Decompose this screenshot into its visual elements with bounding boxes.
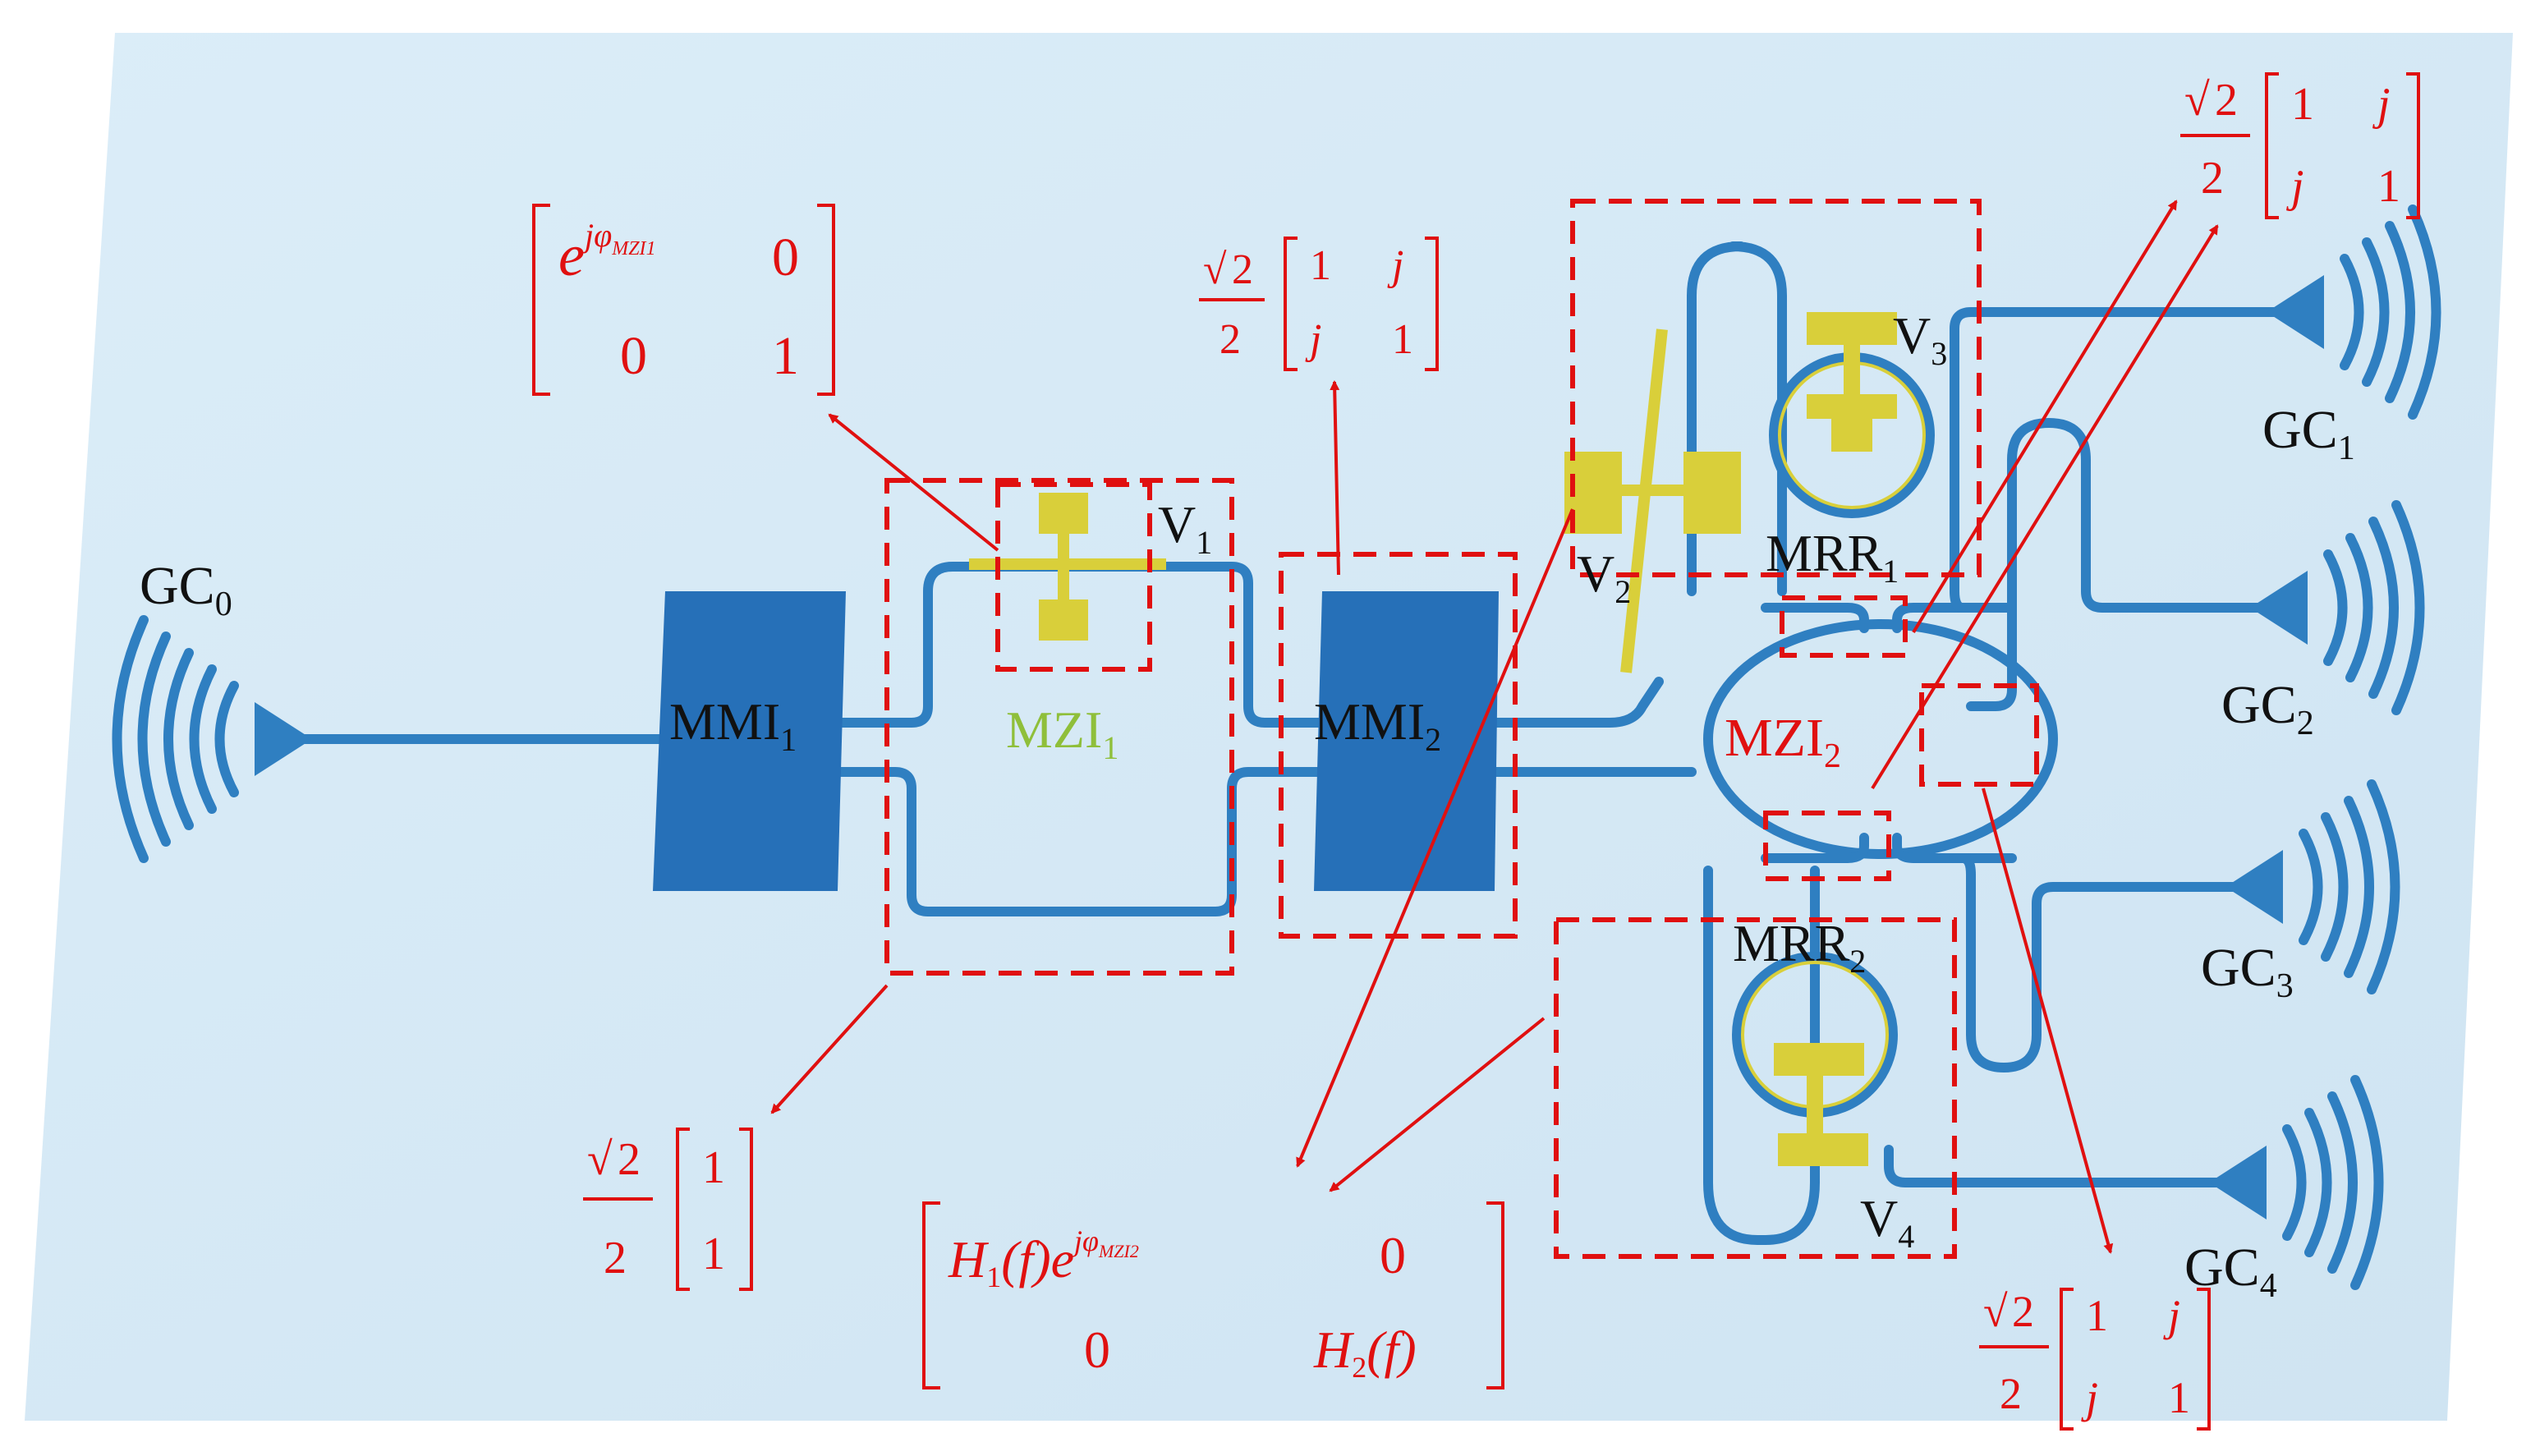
svg-text:2: 2 [2201,153,2224,204]
annotation-boxes [884,199,2039,1259]
svg-text:1: 1 [2291,79,2314,130]
svg-text:1: 1 [2377,161,2400,212]
label-v3: V3 [1893,306,1947,372]
svg-text:1: 1 [1392,316,1413,363]
label-mrr1: MRR1 [1766,524,1899,590]
label-gc3: GC3 [2201,938,2294,1005]
svg-text:0: 0 [1380,1226,1406,1284]
svg-text:1: 1 [772,326,799,386]
svg-text:0: 0 [620,326,647,386]
svg-text:1: 1 [2168,1373,2190,1422]
grating-coupler-gc4 [2209,1075,2384,1290]
label-gc4: GC4 [2184,1238,2277,1305]
svg-text:√: √ [1983,1287,2008,1336]
label-gc1: GC1 [2262,400,2355,467]
bottom-coupler-box [1763,811,1891,881]
heater-v3 [1807,312,1897,452]
svg-text:j: j [2286,161,2304,212]
v1-box [995,482,1152,672]
svg-text:1: 1 [2086,1291,2108,1340]
svg-text:j: j [1305,316,1321,363]
svg-text:2: 2 [618,1134,641,1185]
label-gc2: GC2 [2221,675,2314,742]
svg-text:√: √ [2184,75,2210,126]
svg-text:j: j [1387,242,1403,289]
grating-coupler-gc3 [2225,779,2400,994]
top-coupler-box [1780,595,1908,658]
heater-v1 [969,493,1166,641]
label-mrr2: MRR2 [1733,914,1866,980]
svg-text:2: 2 [2012,1287,2034,1336]
right-coupler-box [1919,683,2039,787]
svg-text:j: j [2163,1291,2180,1340]
svg-text:H2(f): H2(f) [1313,1321,1417,1384]
mzi1-box [884,478,1234,976]
mmi2-block [1314,591,1499,891]
label-mzi2: MZI2 [1725,708,1841,775]
mmi2-box [1279,552,1518,939]
svg-text:2: 2 [2215,75,2238,126]
matrix-splitter-mmi1: √ 2 2 1 1 [583,1128,753,1291]
svg-text:ejφMZI1: ejφMZI1 [558,217,656,288]
svg-text:H1(f)ejφMZI2: H1(f)ejφMZI2 [948,1224,1139,1293]
waveguides [299,241,2280,1245]
grating-coupler-gc1 [2267,204,2441,420]
label-mmi2: MMI2 [1314,692,1441,758]
matrix-coupler-top-right: √ 2 2 1 j j 1 [2180,72,2420,219]
label-v4: V4 [1860,1189,1914,1255]
svg-text:2: 2 [604,1233,627,1284]
svg-text:1: 1 [1310,242,1331,289]
matrix-coupler-bottom-right: √ 2 2 1 j j 1 [1979,1287,2211,1431]
svg-text:√: √ [587,1134,613,1185]
svg-text:j: j [2081,1373,2098,1422]
matrix-transfer-mzi2: H1(f)ejφMZI2 0 0 H2(f) [922,1201,1504,1389]
matrix-phase-mzi1: ejφMZI1 0 0 1 [532,204,835,396]
svg-text:0: 0 [772,227,799,287]
label-mzi1: MZI1 [1006,700,1118,766]
label-mmi1: MMI1 [669,692,797,758]
arrows [770,200,2219,1254]
label-gc0: GC0 [140,556,232,623]
svg-text:2: 2 [1232,246,1253,293]
svg-text:√: √ [1203,246,1227,293]
mmi1-block [653,591,846,891]
heater-v4 [1774,1043,1868,1166]
svg-text:0: 0 [1084,1321,1110,1379]
mrr1-box [1570,199,1982,577]
label-v2: V2 [1577,544,1631,610]
svg-text:2: 2 [2000,1369,2022,1418]
svg-text:2: 2 [1219,316,1241,363]
grating-coupler-gc0 [112,615,312,863]
svg-text:1: 1 [702,1229,725,1279]
svg-text:j: j [2372,79,2391,130]
svg-text:1: 1 [702,1142,725,1193]
grating-coupler-gc2 [2250,500,2425,715]
mrr2-box [1554,917,1957,1259]
matrix-coupler-mmi2: √ 2 2 1 j j 1 [1199,237,1439,371]
label-v1: V1 [1158,495,1212,561]
